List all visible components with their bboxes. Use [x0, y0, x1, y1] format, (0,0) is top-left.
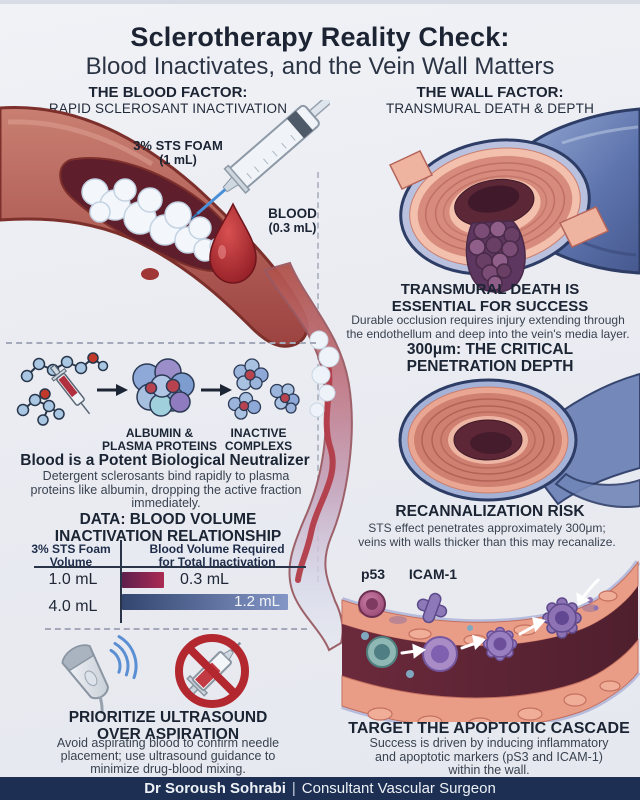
syringe-icon — [190, 100, 330, 220]
lumen — [342, 586, 638, 698]
icam1-icon — [416, 592, 448, 624]
apoptotic-cascade-illustration — [341, 560, 640, 722]
albumin-label: ALBUMIN & PLASMA PROTEINS — [102, 426, 217, 453]
wall-factor-subtitle: TRANSMURAL DEATH & DEPTH — [385, 101, 595, 116]
neutralizer-heading: Blood is a Potent Biological Neutralizer — [20, 452, 310, 469]
no-aspiration-icon — [175, 634, 249, 708]
left-separator-bottom — [45, 628, 307, 630]
transmural-vein-illustration — [388, 107, 640, 293]
recanalization-body: STS effect penetrates approximately 300μ… — [358, 521, 616, 549]
footer-bar: Dr Soroush Sohrabi | Consultant Vascular S… — [0, 777, 640, 800]
central-vein-flow — [263, 261, 353, 652]
table-row-blood-2: 1.2 mL — [234, 593, 280, 610]
inactive-complexes — [227, 358, 300, 420]
cut-face — [399, 138, 591, 276]
table-vertical-rule — [120, 540, 122, 623]
table-horizontal-rule — [34, 566, 306, 568]
footer-author: Dr Soroush Sohrabi — [144, 780, 286, 797]
foam-volume: (1 mL) — [159, 153, 197, 167]
cascade-arrows — [400, 578, 600, 659]
table-row-blood-1: 0.3 mL — [180, 571, 229, 588]
blood-label: BLOOD — [268, 206, 317, 221]
bar-inactivation-2 — [122, 594, 288, 610]
inactive-label: INACTIVE COMPLEXS — [224, 426, 293, 453]
top-edge-strip — [0, 0, 640, 4]
ultrasound-probe-icon — [61, 635, 138, 714]
mini-syringe-icon — [49, 364, 91, 415]
recanalization-heading: RECANNALIZATION RISK — [395, 503, 585, 520]
page-title: Sclerotherapy Reality Check: — [130, 22, 510, 52]
apoptotic-heading: TARGET THE APOPTOTIC CASCADE — [348, 720, 630, 737]
blood-factor-header: THE BLOOD FACTOR: RAPID SCLEROSANT INACT… — [18, 84, 318, 116]
page-subtitle: Blood Inactivates, and the Vein Wall Mat… — [85, 53, 555, 80]
transmural-body: Durable occlusion requires injury extend… — [346, 313, 630, 341]
p53-label: p53 — [360, 566, 386, 582]
apoptotic-body: Success is driven by inducing inflammato… — [369, 736, 609, 777]
transmural-heading: TRANSMURAL DEATH IS ESSENTIAL FOR SUCCES… — [391, 281, 589, 315]
table-col2-header: Blood Volume Required for Total Inactiva… — [149, 542, 285, 569]
footer-separator: | — [291, 780, 296, 797]
left-separator-top — [6, 342, 316, 344]
wall-factor-title: THE WALL FACTOR: — [416, 84, 564, 101]
footer-role: Consultant Vascular Surgeon — [301, 780, 496, 797]
wall-factor-header: THE WALL FACTOR: TRANSMURAL DEATH & DEPT… — [345, 84, 635, 116]
table-col1-header: 3% STS Foam Volume — [31, 542, 111, 569]
molecule-atoms — [16, 355, 109, 426]
penetration-ring-illustration — [398, 372, 640, 508]
icam1-label: ICAM-1 — [408, 566, 458, 582]
blood-factor-subtitle: RAPID SCLEROSANT INACTIVATION — [48, 101, 288, 116]
ultrasound-heading: PRIORITIZE ULTRASOUND OVER ASPIRATION — [68, 709, 268, 743]
table-row-foam-2: 4.0 mL — [48, 598, 98, 615]
table-row-foam-1: 1.0 mL — [48, 571, 98, 588]
neutralization-diagram — [16, 352, 300, 426]
lumen-cells — [361, 597, 599, 678]
bar-inactivation-1 — [122, 572, 164, 588]
foam-callout: 3% STS FOAM (1 mL) — [118, 138, 238, 167]
blood-drop-icon — [209, 202, 257, 284]
protein-cluster — [132, 358, 195, 417]
ultrasound-body: Avoid aspirating blood to confirm needle… — [56, 736, 280, 776]
foam-label: 3% STS FOAM — [133, 138, 223, 153]
data-section-heading: DATA: BLOOD VOLUME INACTIVATION RELATION… — [54, 511, 282, 545]
neutralizer-body: Detergent sclerosants bind rapidly to pl… — [30, 469, 302, 510]
vein-ring — [398, 378, 578, 502]
blood-factor-title: THE BLOOD FACTOR: — [88, 84, 248, 101]
vein-injection-illustration — [0, 100, 330, 348]
blood-volume: (0.3 mL) — [268, 221, 317, 235]
thrombus — [465, 220, 526, 293]
blood-callout: BLOOD (0.3 mL) — [245, 206, 340, 235]
foam-bubbles — [81, 178, 227, 262]
penetration-heading: 300μm: THE CRITICAL PENETRATION DEPTH — [406, 341, 574, 375]
